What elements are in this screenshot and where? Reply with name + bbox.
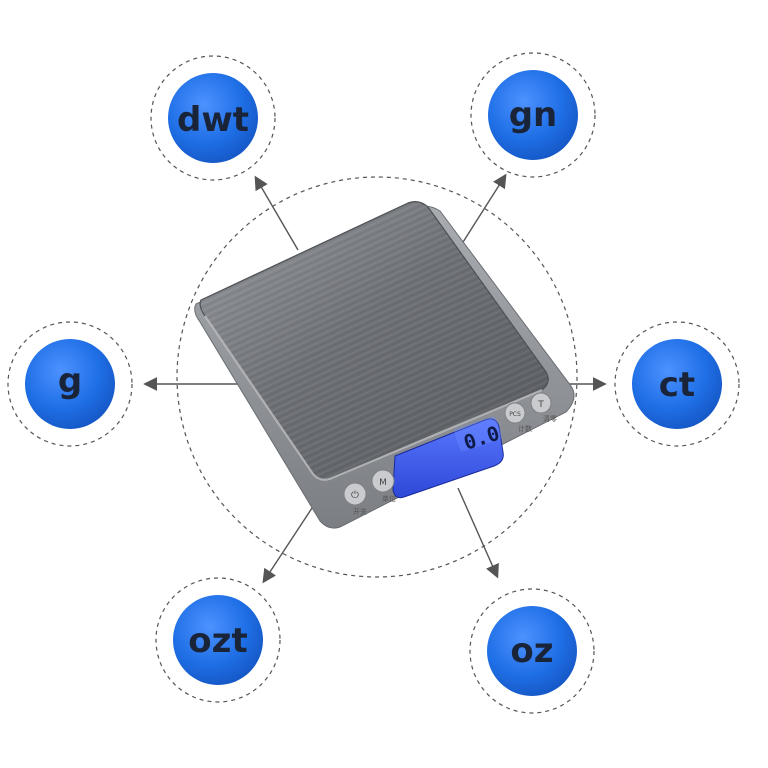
- mode-icon: M: [379, 478, 387, 488]
- arrows: [143, 173, 607, 584]
- tare-button[interactable]: T 清零: [530, 392, 557, 423]
- outer-dashed-ring: [176, 176, 578, 578]
- count-button-label: 计数: [518, 424, 532, 433]
- plate-texture: [200, 201, 549, 480]
- tare-icon: T: [537, 400, 544, 410]
- unit-bubble-gn: gn: [470, 52, 596, 178]
- unit-label-ozt: ozt: [188, 621, 247, 661]
- arrow-dwt: [254, 175, 299, 251]
- lcd-display: 0.0: [392, 416, 504, 499]
- unit-label-gn: gn: [509, 95, 558, 135]
- power-button-label: 开关: [353, 507, 367, 516]
- unit-bubble-ozt: ozt: [155, 577, 281, 703]
- power-button[interactable]: ⏻ 开关: [343, 482, 367, 516]
- unit-bubble-dwt: dwt: [150, 55, 276, 181]
- arrow-gn: [457, 173, 507, 251]
- unit-bubble-oz: oz: [469, 588, 595, 714]
- power-icon: ⏻: [351, 490, 359, 501]
- unit-bubble-ct: ct: [614, 321, 740, 447]
- count-icon: PCS: [509, 411, 521, 418]
- count-button[interactable]: PCS 计数: [504, 402, 532, 433]
- unit-label-g: g: [58, 361, 82, 401]
- unit-label-dwt: dwt: [177, 100, 249, 140]
- mode-button-label: 单位: [382, 494, 396, 503]
- mode-button[interactable]: M 单位: [371, 469, 396, 503]
- unit-label-oz: oz: [510, 631, 553, 671]
- digital-scale: 0.0 ⏻ 开关 M 单位 PCS 计数 T 清零: [194, 201, 575, 529]
- unit-bubble-g: g: [7, 321, 133, 447]
- arrow-ozt: [262, 504, 315, 584]
- tare-button-label: 清零: [543, 414, 557, 423]
- arrow-oz: [457, 487, 499, 579]
- unit-label-ct: ct: [659, 365, 695, 405]
